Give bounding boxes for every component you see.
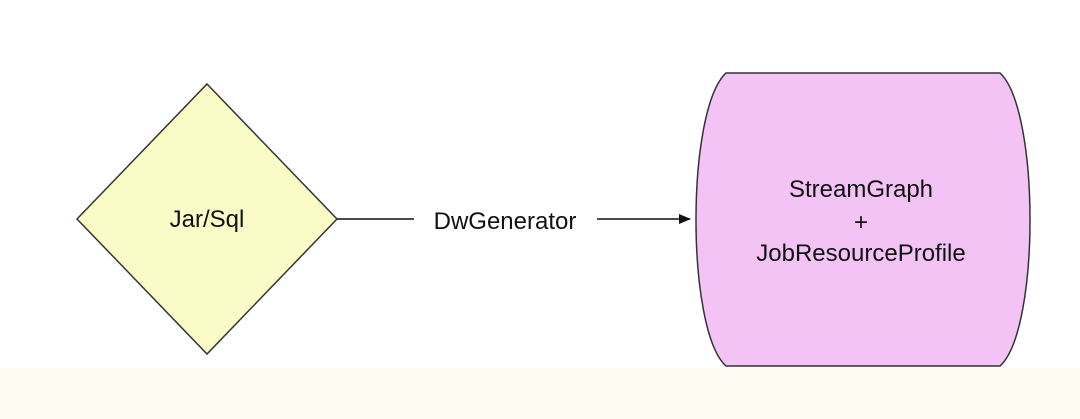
source-diamond-node xyxy=(75,82,339,356)
edge-label: DwGenerator xyxy=(434,208,577,235)
target-node-line1: StreamGraph xyxy=(789,176,933,203)
target-node-line2: + xyxy=(854,209,868,236)
bottom-strip xyxy=(0,368,1080,419)
source-node-label: Jar/Sql xyxy=(170,206,245,233)
target-storage-node xyxy=(695,72,1031,367)
target-node-line3: JobResourceProfile xyxy=(756,240,965,267)
